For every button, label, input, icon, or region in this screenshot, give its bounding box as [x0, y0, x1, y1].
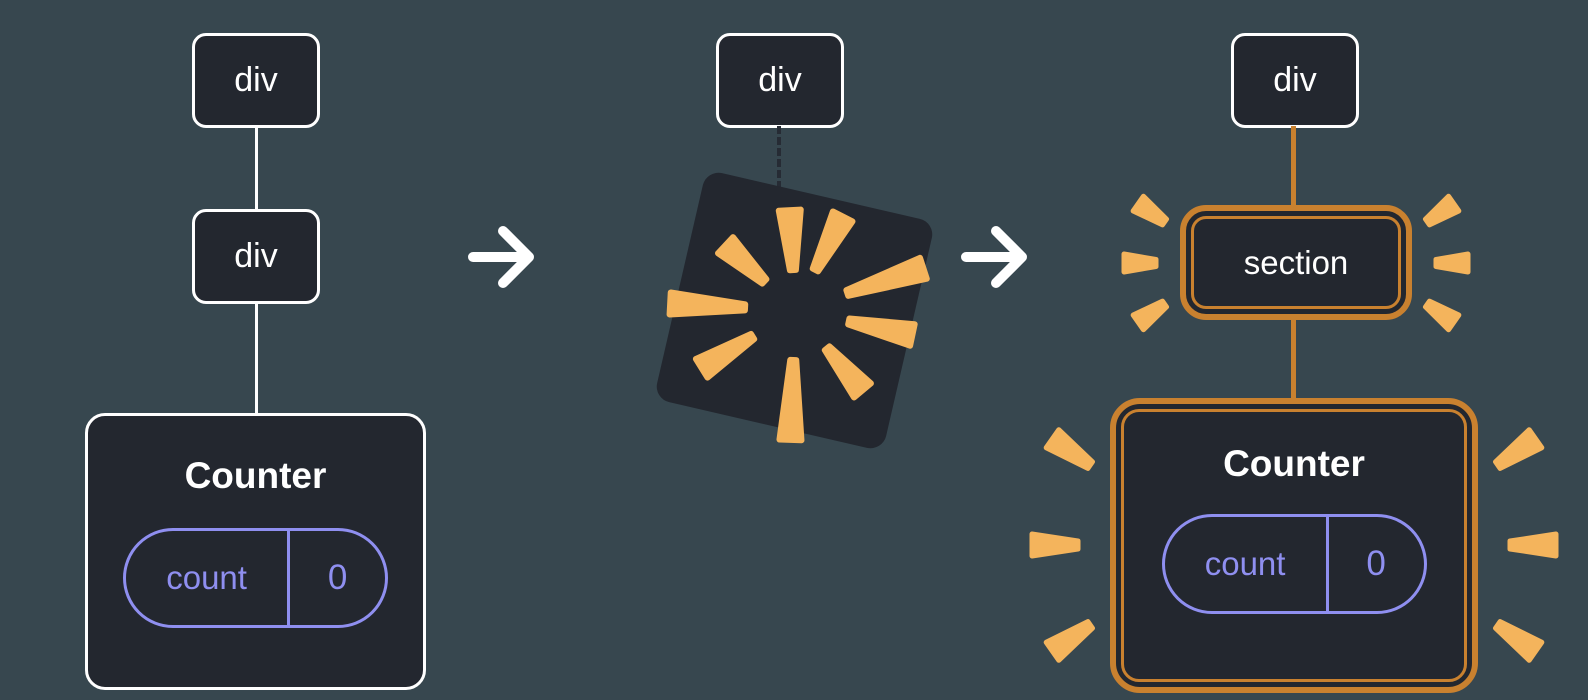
tree-edge-before-2	[255, 302, 258, 415]
tree-edge-broken	[777, 126, 781, 200]
arrow-right-icon	[961, 226, 1027, 288]
tree-edge-after-2	[1291, 318, 1296, 400]
counter-component-after: Counter count 0	[1110, 398, 1478, 693]
tree-node-section-after: section	[1180, 205, 1412, 320]
state-value-after: 0	[1366, 544, 1386, 583]
arrow-right-icon	[468, 226, 534, 288]
tree-edge-after-1	[1291, 126, 1296, 207]
tree-node-section-after-label: section	[1243, 243, 1349, 281]
tree-node-root-after: div	[1231, 33, 1359, 128]
state-pill-before: count 0	[123, 528, 388, 628]
counter-component-before: Counter count 0	[85, 413, 426, 690]
tree-node-root-after-label: div	[1273, 61, 1317, 99]
state-key-before: count	[126, 531, 291, 625]
tree-node-root-during: div	[716, 33, 844, 128]
tree-node-root-during-label: div	[758, 61, 802, 99]
tree-node-child-before: div	[192, 209, 320, 304]
state-value-before: 0	[327, 558, 348, 597]
tree-edge-before-1	[255, 126, 258, 211]
tree-node-child-before-label: div	[234, 237, 278, 275]
destroyed-subtree-block	[653, 169, 936, 452]
state-key-after: count	[1165, 517, 1329, 611]
state-pill-after: count 0	[1161, 514, 1427, 614]
counter-title-after: Counter	[1223, 443, 1365, 484]
tree-node-root-before: div	[192, 33, 320, 128]
tree-node-root-before-label: div	[234, 61, 278, 99]
counter-title-before: Counter	[184, 455, 327, 496]
